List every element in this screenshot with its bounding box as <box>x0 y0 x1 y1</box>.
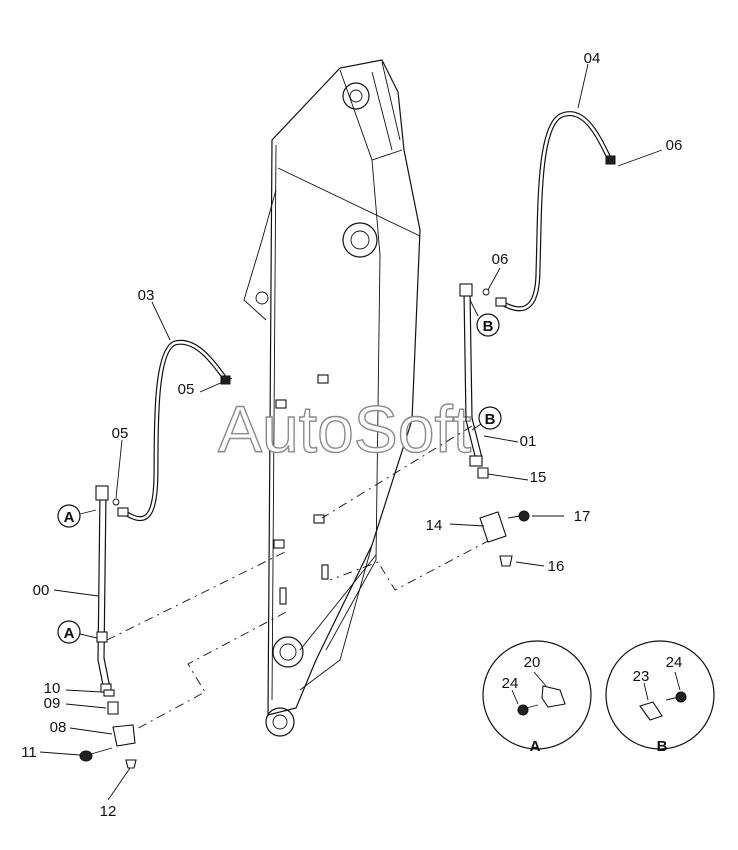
leader-lines <box>39 63 681 801</box>
label-20: 20 <box>524 654 541 671</box>
label-01: 01 <box>520 433 537 450</box>
label-15: 15 <box>530 469 547 486</box>
svg-text:A: A <box>64 509 75 526</box>
label-17: 17 <box>574 508 591 525</box>
ref-marker-a2: A <box>57 620 98 644</box>
svg-text:B: B <box>485 411 496 428</box>
detail-a <box>482 640 592 750</box>
label-05-lower: 05 <box>112 425 129 442</box>
ref-marker-b1: B <box>469 299 500 337</box>
detail-a-caption: A <box>530 738 541 755</box>
label-12: 12 <box>100 803 117 820</box>
label-24-detail-a: 24 <box>502 675 519 692</box>
ref-marker-b2: B <box>471 406 502 431</box>
label-11: 11 <box>21 744 37 761</box>
label-05-upper: 05 <box>178 381 195 398</box>
label-09: 09 <box>44 695 61 712</box>
label-04: 04 <box>584 50 601 67</box>
label-06: 06 <box>492 251 509 268</box>
right-pipe-assembly <box>321 111 616 591</box>
label-08: 08 <box>50 719 67 736</box>
label-03: 03 <box>138 287 155 304</box>
label-10: 10 <box>44 680 61 697</box>
svg-text:B: B <box>483 318 494 335</box>
label-23: 23 <box>633 668 650 685</box>
right-clamp-parts <box>477 467 530 567</box>
label-14: 14 <box>426 517 443 534</box>
ref-marker-a1: A <box>57 504 97 528</box>
svg-text:A: A <box>64 625 75 642</box>
label-06-top: 06 <box>666 137 683 154</box>
watermark: AutoSoft <box>218 392 471 466</box>
detail-b <box>605 640 715 750</box>
detail-b-caption: B <box>657 738 668 755</box>
part-labels: 04 06 06 03 05 05 01 15 14 17 16 00 10 0… <box>21 50 682 820</box>
label-00: 00 <box>33 582 50 599</box>
label-16: 16 <box>548 558 565 575</box>
left-pipe-assembly <box>95 339 291 739</box>
boom-arm <box>243 59 421 737</box>
left-clamp-parts <box>79 689 137 769</box>
label-24-detail-b: 24 <box>666 654 683 671</box>
